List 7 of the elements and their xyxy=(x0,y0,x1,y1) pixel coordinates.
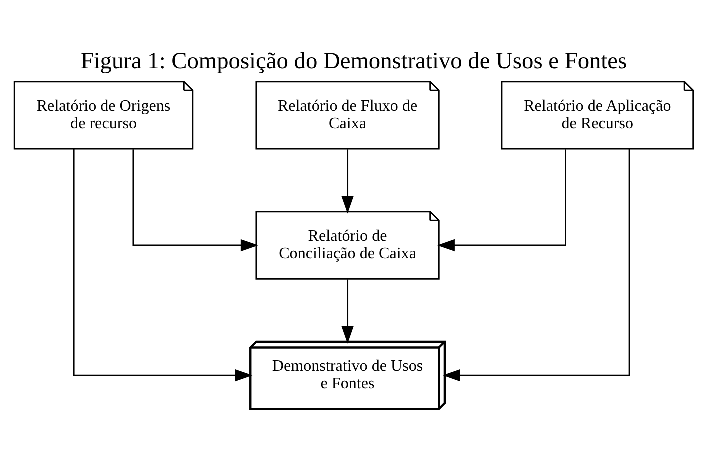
arrow xyxy=(73,148,253,382)
arrow xyxy=(437,149,566,252)
arrow xyxy=(342,149,354,214)
arrow xyxy=(442,148,630,382)
arrow xyxy=(132,149,258,252)
diagram-title: Figura 1: Composição do Demonstrativo de Usos e Fontes xyxy=(80,48,628,74)
arrow xyxy=(342,279,354,344)
